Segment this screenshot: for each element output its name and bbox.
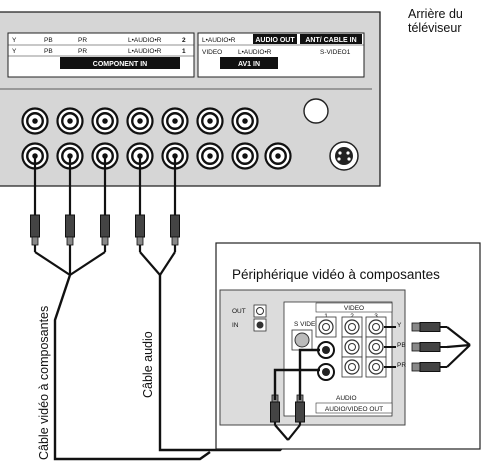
comp1-number: 1 [182,48,186,55]
component-cable-join [34,251,106,276]
tv-rear-panel: Y PB PR L•AUDIO•R 2 Y PB PR L•AUDIO•R 1 … [0,11,381,187]
av1-banner [220,57,278,69]
audio-cable-label: Câble audio [141,331,155,398]
device-num-2: 2 [350,313,354,320]
tv-plug-4 [135,156,145,252]
tv-plug-1 [30,156,40,252]
component-in-label: COMPONENT IN [93,61,147,68]
device-jack-1 [315,316,337,338]
tv-jack-top-2 [56,107,84,135]
device-out-label: OUT [232,308,246,315]
device-component-cable-join [446,326,471,368]
av1-label: AV1 IN [238,61,260,68]
device-audio-cable [273,348,320,400]
component-in-label-block [7,32,195,78]
audio-cable-join [139,251,176,276]
av1-audio-label: L•AUDIO•R [238,49,272,56]
av1-video-label: VIDEO [202,49,222,56]
device-audio-cable-join [274,424,301,441]
ant-cable-banner [300,34,362,44]
device-pr-label: PR [397,362,406,369]
comp1-y-label: Y [12,48,17,55]
tv-jack-top-7 [231,107,259,135]
device-svideo-jack [291,329,313,351]
device-jack-7 [365,356,387,378]
tv-jack-bottom-8 [264,142,292,170]
device-audio-jack-2 [317,363,335,381]
device-num-1: 1 [324,313,328,320]
device-audio-jack-1 [317,341,335,359]
tv-jack-top-6 [196,107,224,135]
tv-plug-2 [65,156,75,252]
tv-jack-bottom-6 [196,142,224,170]
comp1-pr-label: PR [78,48,87,55]
antenna-connector [303,98,329,124]
tv-plug-3 [100,156,110,252]
tv-cables [30,156,291,461]
device-jack-5 [365,336,387,358]
comp1-audio-label: L•AUDIO•R [128,48,162,55]
tv-jack-rows [21,107,292,170]
tv-jack-top-5 [161,107,189,135]
audio-out-lr-label: L•AUDIO•R [202,37,236,44]
comp2-y-label: Y [12,37,17,44]
comp2-pr-label: PR [78,37,87,44]
device-jack-2 [341,316,363,338]
device-plug-2 [384,342,447,352]
tv-jack-top-1 [21,107,49,135]
device-num-3: 3 [374,313,378,320]
device-av-out-label: AUDIO/VIDEO OUT [325,406,383,413]
device-plug-3 [384,362,447,372]
device-jack-4 [341,336,363,358]
comp2-pb-label: PB [44,37,53,44]
device-svideo-label: S VIDEO [294,321,320,328]
tv-caption-line-2: téléviseur [408,21,462,35]
device-pb-label: PB [397,342,406,349]
av1-svideo-label: S-VIDEO1 [320,49,351,56]
comp1-pb-label: PB [44,48,53,55]
component-in-banner [60,57,180,69]
ant-cable-label: ANT/ CABLE IN [305,37,356,44]
tv-jack-top-3 [91,107,119,135]
audio-out-banner [253,34,297,44]
svideo-connector-core [335,147,353,165]
device-audio-label: AUDIO [336,395,357,402]
device-jack-3 [365,316,387,338]
comp2-number: 2 [182,37,186,44]
device-title: Périphérique vidéo à composantes [232,267,440,282]
audio-out-label: AUDIO OUT [255,37,295,44]
comp2-audio-label: L•AUDIO•R [128,37,162,44]
device-y-label: Y [397,322,402,329]
component-cable [53,274,211,461]
device-jack-6 [341,356,363,378]
tv-jack-top-4 [126,107,154,135]
device-plug-1 [384,322,447,332]
tv-rear-caption: Arrière du téléviseur [408,7,483,35]
device-video-label: VIDEO [344,305,364,312]
device-in-label: IN [232,322,239,329]
tv-caption-line-1: Arrière du [408,7,463,21]
component-device: Périphérique vidéo à composantes OUT IN … [215,242,481,450]
tv-jack-bottom-7 [231,142,259,170]
tv-plug-5 [170,156,180,252]
component-cable-label: Câble vidéo à composantes [37,306,51,460]
